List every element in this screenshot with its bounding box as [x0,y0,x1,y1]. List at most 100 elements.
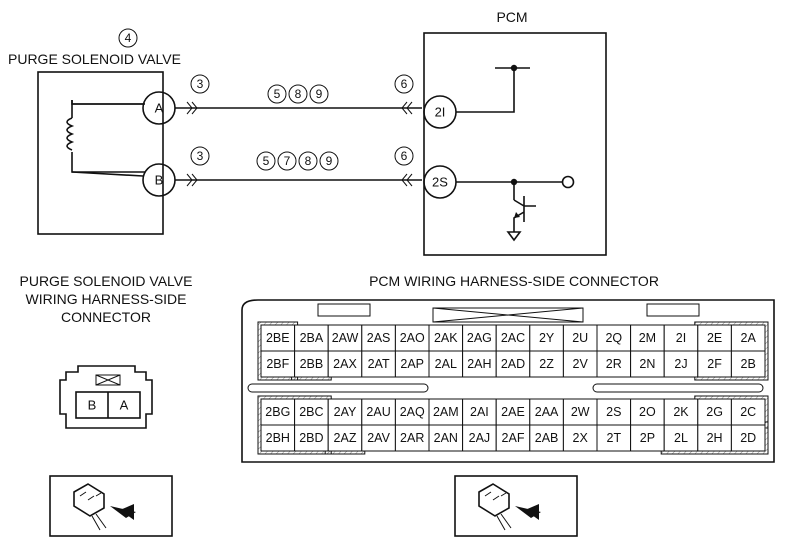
pcm-connector-cell [260,350,296,378]
pcm-connector-pin-2s: 2S [606,405,621,419]
transistor-arrow [514,212,520,218]
pcm-connector-pin-2be: 2BE [266,331,290,345]
pcm-connector-pin-2h: 2H [707,431,723,445]
pcm-connector-pin-2a: 2A [741,331,757,345]
pcm-connector-pin-2ae: 2AE [501,405,525,419]
pcm-connector-slot-right [592,383,764,393]
pcm-connector-pin-2o: 2O [639,405,656,419]
purge-solenoid-valve-label: PURGE SOLENOID VALVE [8,51,181,67]
wire-b-number-3: 8 [305,154,312,168]
pcm-connector-cell [495,324,531,352]
wire-a-number-2: 8 [295,87,302,101]
coil-terminal-links [71,103,144,177]
coil-wires [71,100,145,173]
pcm-connector-cell [428,324,464,352]
connector-chevron-a-valve [186,101,198,115]
connector-view-icon-right [478,483,541,531]
pcm-connector-cell [327,424,363,452]
valve-connector-pin-b: B [88,398,97,413]
pcm-connector-pin-2ak: 2AK [434,331,458,345]
connector-chevron-a-pcm [401,101,413,115]
pcm-2i-junction-dot [510,64,518,72]
pcm-connector-pin-2x: 2X [573,431,589,445]
pcm-connector-pin-2af: 2AF [502,431,525,445]
pcm-connector-cell [327,398,363,426]
connector-chevron-b-pcm [401,173,413,187]
pcm-2i-internal-wire [456,67,530,113]
ground-icon [506,231,522,242]
pcm-connector-cell [562,350,598,378]
pcm-connector-pin-2ap: 2AP [400,357,424,371]
pcm-2s-terminal-node [561,175,575,189]
valve-connector-title-line1: PURGE SOLENOID VALVE [20,273,193,289]
pcm-connector-key [432,307,584,323]
pcm-connector-pin-2q: 2Q [605,331,622,345]
pcm-connector-cell [630,350,665,378]
pcm-connector-pin-2g: 2G [706,405,723,419]
circle-number-4-ring [118,28,138,48]
pcm-connector-cell [394,350,430,378]
pcm-connector-cell [294,350,329,378]
circle-number-6b: 6 [401,149,408,163]
pcm-terminal-2s-label: 2S [432,175,448,190]
circle-number-6a: 6 [401,77,408,91]
pcm-connector-pin-2y: 2Y [539,331,555,345]
circle-number-6a-ring [394,74,414,94]
valve-connector-shell [59,365,153,429]
pcm-connector-cell [294,424,329,452]
coil-icon [66,117,75,151]
pcm-connector-pin-2z: 2Z [539,357,554,371]
pcm-connector-cell [394,324,430,352]
pcm-connector-latch-left [317,303,371,317]
pcm-connector-cell [260,398,296,426]
pcm-connector-pin-2at: 2AT [368,357,390,371]
pcm-connector-pin-2r: 2R [606,357,622,371]
pcm-connector-pin-2al: 2AL [435,357,457,371]
pcm-connector-cell [596,424,632,452]
pcm-connector-pin-2j: 2J [674,357,687,371]
pcm-connector-cell [697,324,732,352]
pcm-connector-cell [462,424,497,452]
pcm-connector-pin-2ba: 2BA [300,331,324,345]
pcm-connector-cell [663,398,699,426]
pcm-connector-cell [630,398,665,426]
pcm-connector-title: PCM WIRING HARNESS-SIDE CONNECTOR [369,273,659,289]
pcm-connector-latch-right [646,303,700,317]
valve-terminal-b-label: B [155,173,164,188]
pcm-connector-pin-2b: 2B [741,357,756,371]
pcm-connector-pin-2e: 2E [707,331,722,345]
pcm-connector-pin-2v: 2V [573,357,589,371]
pcm-connector-pin-2l: 2L [674,431,688,445]
pcm-connector-pin-2bd: 2BD [299,431,323,445]
valve-connector-title-line3: CONNECTOR [61,309,151,325]
pcm-connector-cell [394,424,430,452]
circle-number-4: 4 [125,31,132,45]
pcm-connector-pin-2d: 2D [740,431,756,445]
wire-b-number-1: 5 [263,154,270,168]
pcm-connector-pin-2f: 2F [707,357,722,371]
pcm-connector-cell [596,350,632,378]
pcm-connector-pin-2bg: 2BG [265,405,290,419]
pcm-connector-pin-2an: 2AN [434,431,458,445]
circle-number-3b-ring [190,146,210,166]
pcm-connector-pin-2aj: 2AJ [469,431,491,445]
pcm-connector-cell [663,424,699,452]
pcm-connector-cell [462,350,497,378]
connector-chevron-b-valve [186,173,198,187]
pcm-connector-pin-2ab: 2AB [535,431,559,445]
pcm-connector-pin-2m: 2M [639,331,656,345]
pcm-connector-cell [260,424,296,452]
pcm-connector-pin-2p: 2P [640,431,655,445]
pcm-connector-key-x [432,307,584,323]
pcm-connector-pin-2am: 2AM [433,405,459,419]
pcm-connector-cell [596,398,632,426]
purge-solenoid-valve-box [37,71,164,235]
pcm-connector-pin-2u: 2U [572,331,588,345]
wire-a-number-3: 9 [316,87,323,101]
pcm-connector-cell [697,424,732,452]
circle-number-3a: 3 [197,77,204,91]
pcm-connector-pin-2w: 2W [571,405,590,419]
circle-number-3a-ring [190,74,210,94]
